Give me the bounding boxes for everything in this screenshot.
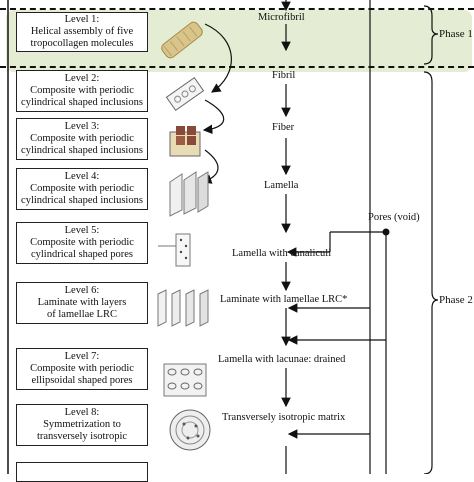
phase-2-label: Phase 2 — [439, 294, 473, 306]
level-8-desc-line2: transversely isotropic — [36, 431, 128, 442]
level-3-box: Level 3: Composite with periodic cylindr… — [16, 118, 148, 160]
stage-laminate-lrc: Laminate with lamellae LRC* — [220, 294, 348, 305]
phase-divider-dashed-line — [0, 66, 474, 68]
level-2-box: Level 2: Composite with periodic cylindr… — [16, 70, 148, 112]
lamella-image — [169, 171, 209, 217]
laminate-image — [157, 289, 209, 327]
level-2-desc-line2: cylindrical shaped inclusions — [21, 97, 143, 108]
level-7-box: Level 7: Composite with periodic ellipso… — [16, 348, 148, 390]
level-5-title: Level 5: — [64, 225, 100, 236]
stage-transversely-isotropic: Transversely isotropic matrix — [222, 412, 346, 423]
lamella-canaliculi-image — [158, 233, 191, 267]
level-3-desc-line2: cylindrical shaped inclusions — [21, 145, 143, 156]
fibril-image — [165, 76, 205, 112]
level-6-box: Level 6: Laminate with layers of lamella… — [16, 282, 148, 324]
level-1-desc-line2: tropocollagen molecules — [30, 38, 134, 49]
level-5-desc-line1: Composite with periodic — [30, 237, 134, 248]
level-1-box: Level 1: Helical assembly of five tropoc… — [16, 12, 148, 52]
level-9-box-partial — [16, 462, 148, 482]
pores-void-label: Pores (void) — [368, 212, 420, 223]
top-dashed-border — [0, 8, 474, 10]
phase-1-label: Phase 1 — [439, 28, 473, 40]
level-7-desc-line1: Composite with periodic — [30, 363, 134, 374]
level-1-desc-line1: Helical assembly of five — [30, 26, 134, 37]
stage-lamella: Lamella — [264, 180, 299, 191]
level-2-title: Level 2: — [64, 73, 100, 84]
level-6-desc-line1: Laminate with layers — [37, 297, 127, 308]
stage-fibril: Fibril — [272, 70, 296, 81]
level-8-desc-line1: Symmetrization to — [43, 419, 121, 430]
level-4-box: Level 4: Composite with periodic cylindr… — [16, 168, 148, 210]
stage-lamella-with-canaliculi: Lamella with canaliculi — [232, 248, 332, 259]
stage-lamella-with-lacunae: Lamella with lacunae: drained — [218, 354, 346, 365]
stage-microfibril: Microfibril — [258, 12, 305, 23]
level-4-desc-line2: cylindrical shaped inclusions — [21, 195, 143, 206]
level-3-desc-line1: Composite with periodic — [30, 133, 134, 144]
level-3-title: Level 3: — [64, 121, 100, 132]
microfibril-image — [161, 21, 203, 59]
level-8-title: Level 8: — [64, 407, 100, 418]
level-1-title: Level 1: — [64, 14, 100, 25]
level-2-desc-line1: Composite with periodic — [30, 85, 134, 96]
level-7-title: Level 7: — [64, 351, 100, 362]
isotropic-matrix-image — [169, 409, 211, 451]
level-6-desc-line2: of lamellae LRC — [47, 309, 117, 320]
level-8-box: Level 8: Symmetrization to transversely … — [16, 404, 148, 446]
level-6-title: Level 6: — [64, 285, 100, 296]
stage-fiber: Fiber — [272, 122, 295, 133]
level-4-title: Level 4: — [64, 171, 100, 182]
level-7-desc-line2: ellipsoidal shaped pores — [31, 375, 133, 386]
level-5-box: Level 5: Composite with periodic cylindr… — [16, 222, 148, 264]
lacunae-image — [163, 363, 207, 397]
fiber-image — [169, 126, 201, 157]
level-4-desc-line1: Composite with periodic — [30, 183, 134, 194]
level-5-desc-line2: cylindrical shaped pores — [30, 249, 134, 260]
